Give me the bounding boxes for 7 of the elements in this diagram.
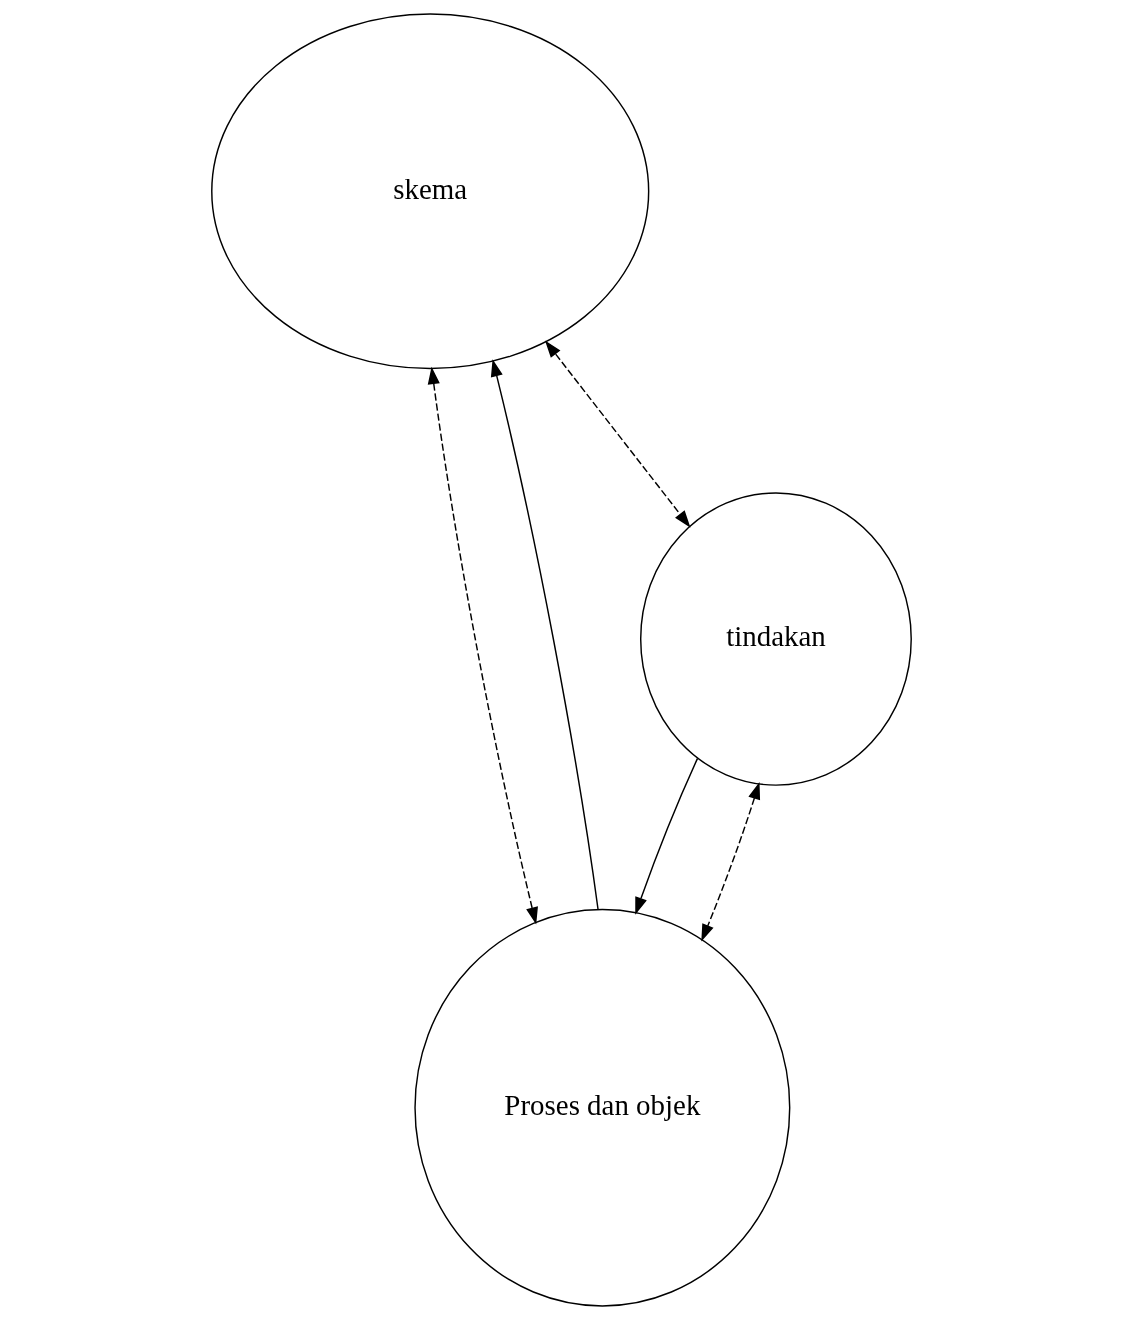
node-ellipse: skema bbox=[210, 13, 649, 370]
node-circle: tindakan bbox=[639, 492, 912, 786]
arrow bbox=[427, 366, 538, 925]
arrow bbox=[700, 781, 760, 942]
arrow bbox=[634, 757, 698, 915]
arrow bbox=[490, 359, 599, 910]
arrow bbox=[544, 340, 690, 528]
